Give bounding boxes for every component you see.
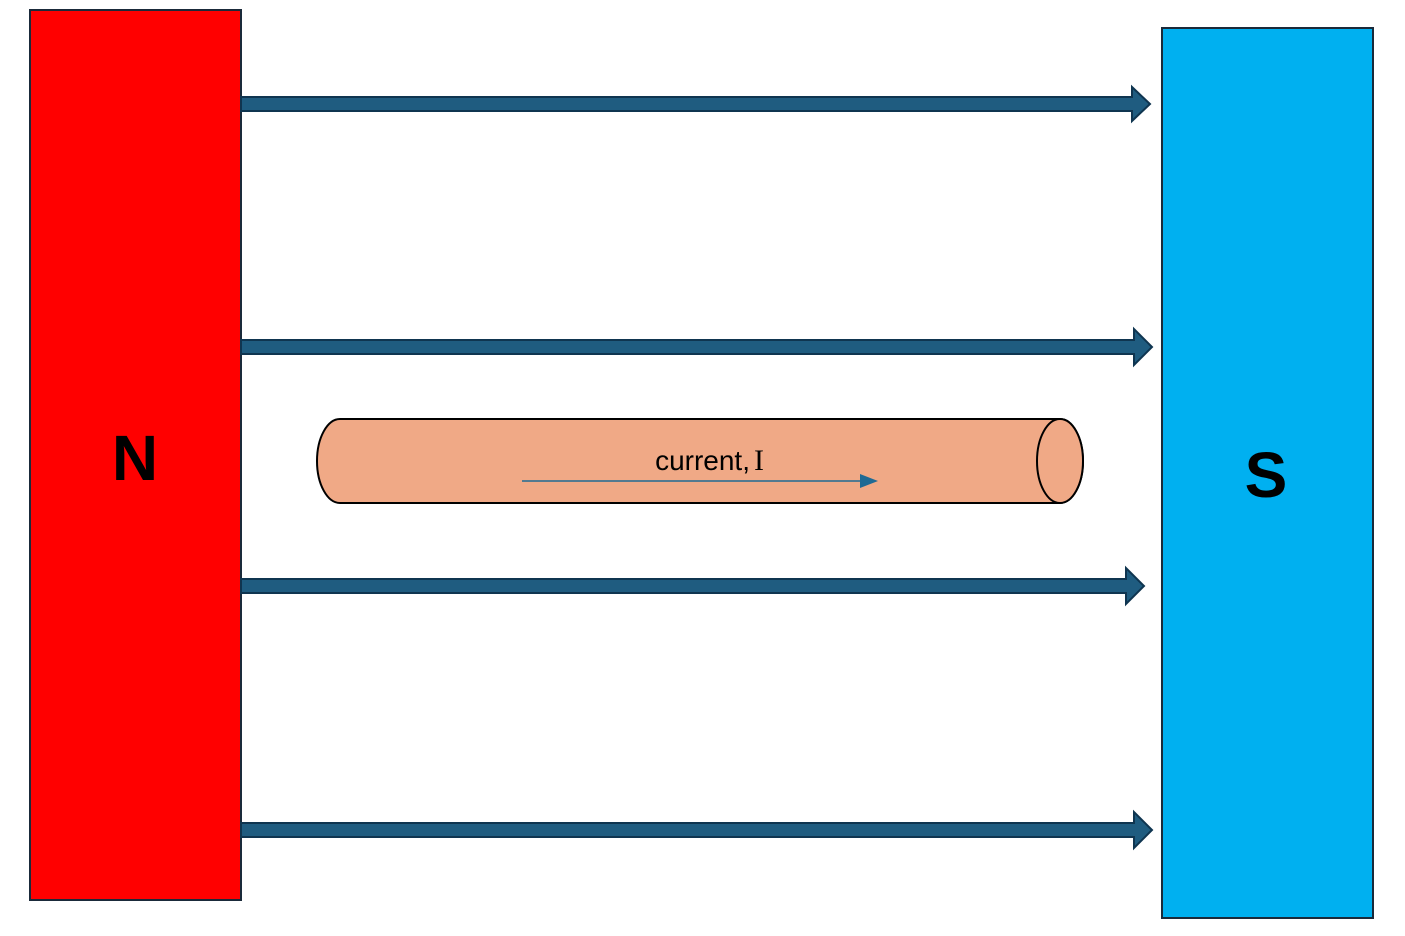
conductor-cylinder: current, I <box>316 418 1084 504</box>
field-line-arrow <box>240 565 1146 607</box>
field-lines <box>240 84 1154 851</box>
south-pole: S <box>1161 27 1374 919</box>
current-symbol: I <box>754 444 764 477</box>
current-label-text: current, <box>655 445 750 476</box>
field-line-arrow <box>240 809 1154 851</box>
south-pole-block <box>1161 27 1374 919</box>
current-label: current, <box>655 445 750 476</box>
south-pole-label: S <box>1245 439 1288 511</box>
field-line-arrow <box>240 326 1154 368</box>
current-direction-arrowhead <box>860 474 878 488</box>
north-pole-label: N <box>112 422 158 494</box>
field-line-arrow <box>240 84 1152 124</box>
conductor-end-face <box>1036 418 1084 504</box>
north-pole: N <box>29 9 242 901</box>
north-pole-block <box>29 9 242 901</box>
